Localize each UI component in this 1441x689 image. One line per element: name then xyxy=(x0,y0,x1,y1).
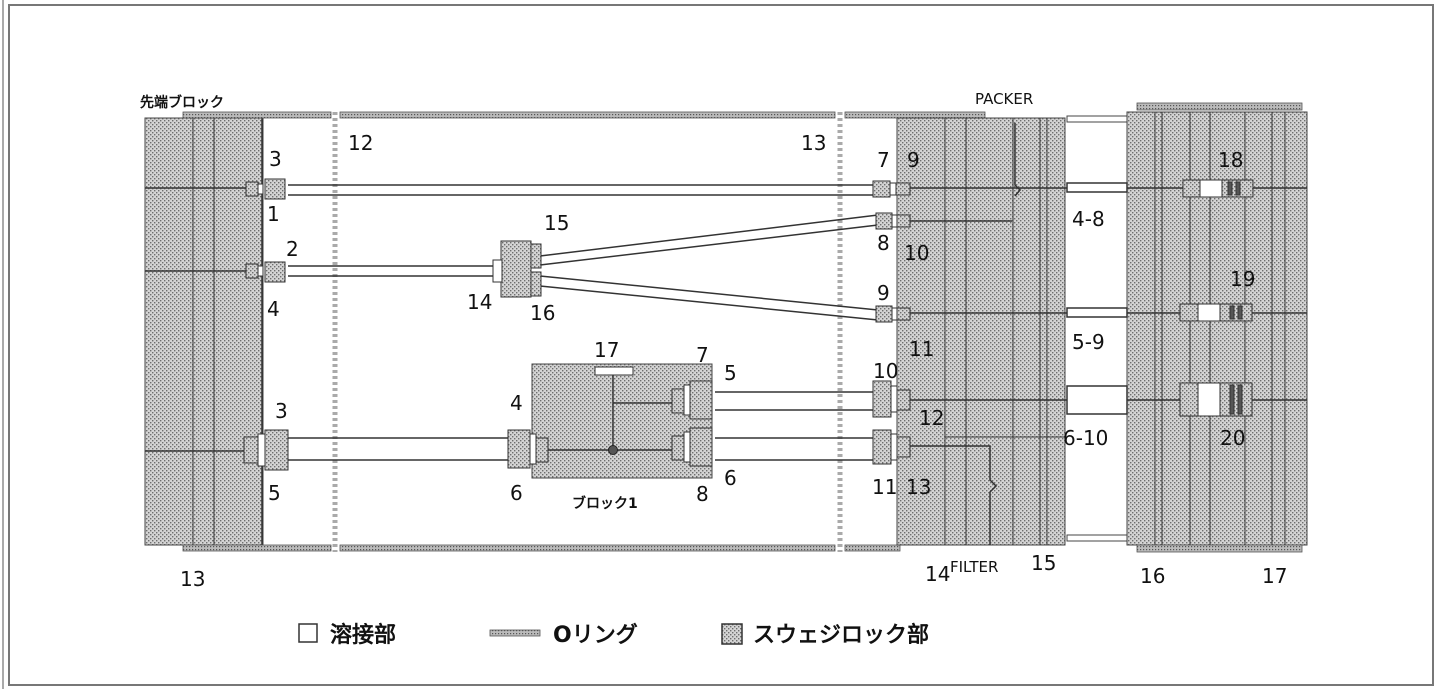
legend-weld-swatch xyxy=(298,623,318,643)
label-15: 15 xyxy=(544,211,569,235)
y-connector xyxy=(492,240,542,298)
label-10b: 10 xyxy=(873,359,898,383)
label-tip-block: 先端ブロック xyxy=(140,94,224,111)
label-2: 2 xyxy=(286,237,299,261)
label-13-top: 13 xyxy=(801,131,826,155)
outer-border xyxy=(8,4,1434,686)
packer-block xyxy=(896,117,1066,546)
label-4b: 4 xyxy=(510,391,523,415)
label-13b: 13 xyxy=(906,475,931,499)
label-19: 19 xyxy=(1230,267,1255,291)
labels: 先端ブロック PACKER ブロック1 12 13 3 1 2 4 3 5 15… xyxy=(140,90,1287,591)
label-packer: PACKER xyxy=(975,90,1033,108)
connector-tubes xyxy=(1066,115,1128,542)
legend-oring-swatch xyxy=(489,629,541,637)
label-11a: 11 xyxy=(909,337,934,361)
tip-block xyxy=(144,117,264,546)
top-oring-bar-right xyxy=(844,111,986,119)
label-20: 20 xyxy=(1220,426,1245,450)
label-filter: FILTER xyxy=(950,558,998,576)
legend-swagelok-swatch xyxy=(721,623,743,645)
label-bottom-13: 13 xyxy=(180,567,205,591)
top-oring-bar-mid xyxy=(339,111,836,119)
label-bottom-16: 16 xyxy=(1140,564,1165,588)
legend-swagelok-label: スウェジロック部 xyxy=(753,622,929,648)
label-3a: 3 xyxy=(269,147,282,171)
label-block1: ブロック1 xyxy=(572,495,638,512)
fittings xyxy=(243,178,1254,471)
label-4-8: 4-8 xyxy=(1072,207,1105,231)
label-8b: 8 xyxy=(877,231,890,255)
right-block xyxy=(1126,102,1308,553)
label-11b: 11 xyxy=(872,475,897,499)
label-6a: 6 xyxy=(510,481,523,505)
label-18: 18 xyxy=(1218,148,1243,172)
label-5b: 5 xyxy=(724,361,737,385)
label-12b: 12 xyxy=(919,406,944,430)
label-16: 16 xyxy=(530,301,555,325)
label-3b: 3 xyxy=(275,399,288,423)
label-7a: 7 xyxy=(696,343,709,367)
legend: 溶接部 Oリング スウェジロック部 xyxy=(298,622,929,648)
label-4a: 4 xyxy=(267,297,280,321)
label-bottom-15: 15 xyxy=(1031,551,1056,575)
top-oring-bar-left xyxy=(182,111,332,119)
label-9b: 9 xyxy=(877,281,890,305)
label-bottom-17: 17 xyxy=(1262,564,1287,588)
bottom-oring-bar-left xyxy=(182,544,332,552)
pipes xyxy=(145,123,1307,545)
label-12-top: 12 xyxy=(348,131,373,155)
legend-weld-label: 溶接部 xyxy=(330,622,396,648)
label-14: 14 xyxy=(467,290,492,314)
legend-oring-label: Oリング xyxy=(553,622,638,648)
bottom-oring-bar-mid xyxy=(339,544,836,552)
label-6b: 6 xyxy=(724,466,737,490)
label-9a: 9 xyxy=(907,148,920,172)
label-8a: 8 xyxy=(696,482,709,506)
label-6-10: 6-10 xyxy=(1063,426,1108,450)
label-5-9: 5-9 xyxy=(1072,330,1105,354)
bottom-oring-bar-right xyxy=(844,544,901,552)
label-1: 1 xyxy=(267,202,280,226)
label-5a: 5 xyxy=(268,481,281,505)
label-10a: 10 xyxy=(904,241,929,265)
label-bottom-14: 14 xyxy=(925,562,950,586)
label-7b: 7 xyxy=(877,148,890,172)
label-17: 17 xyxy=(594,338,619,362)
